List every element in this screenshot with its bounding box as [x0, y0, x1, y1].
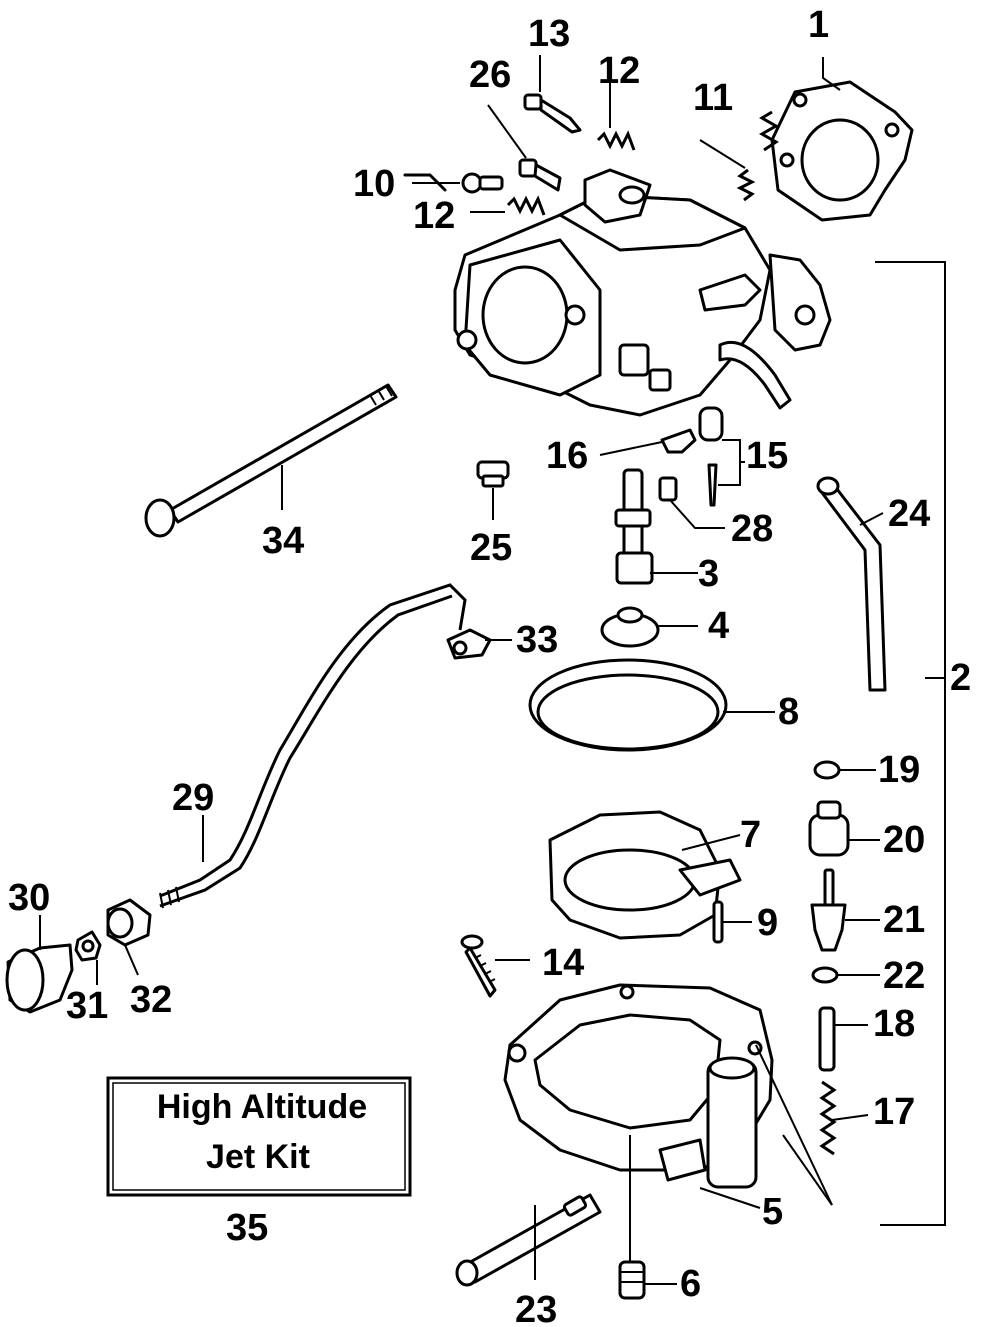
part-21-jet — [810, 868, 847, 952]
callout-20: 20 — [883, 819, 925, 861]
callout-6: 6 — [680, 1263, 701, 1305]
kit-box-line1: High Altitude — [157, 1088, 367, 1126]
kit-box-line2: Jet Kit — [206, 1138, 310, 1176]
callout-21: 21 — [883, 899, 925, 941]
part-4-jet-holder — [600, 606, 660, 648]
callout-labels: 1 2 3 4 5 6 7 8 9 10 11 12 12 13 14 15 1… — [8, 4, 971, 1327]
callout-33: 33 — [516, 619, 558, 661]
part-28-jet — [658, 476, 678, 502]
float-bowl — [503, 983, 774, 1189]
callout-13: 13 — [528, 13, 570, 55]
part-6-screw — [618, 1260, 646, 1300]
part-12-spring-lower — [506, 195, 546, 216]
callout-1: 1 — [808, 4, 829, 46]
part-12-spring-upper — [596, 130, 636, 151]
part-10-screw — [461, 172, 504, 194]
callout-19: 19 — [878, 749, 920, 791]
callout-24: 24 — [888, 493, 930, 535]
part-9-pin — [712, 900, 724, 944]
callout-35: 35 — [226, 1207, 268, 1249]
part-31-nut — [74, 930, 102, 962]
part-22-oring — [811, 966, 839, 984]
part-32-grommet — [106, 898, 152, 947]
callout-32: 32 — [130, 979, 172, 1021]
callout-34: 34 — [262, 520, 304, 562]
callout-29: 29 — [172, 777, 214, 819]
part-34-bolt — [144, 383, 398, 538]
part-23-tube — [455, 1193, 602, 1287]
part-26-screw — [518, 158, 562, 192]
callout-7: 7 — [740, 814, 761, 856]
part-19-cap — [813, 760, 841, 780]
part-7-float — [548, 810, 742, 940]
part-3-nozzle — [614, 468, 654, 585]
callout-15: 15 — [746, 435, 788, 477]
callout-12b: 12 — [413, 195, 455, 237]
part-15-needle-valve — [698, 406, 724, 507]
callout-23: 23 — [515, 1289, 557, 1327]
callout-2: 2 — [950, 657, 971, 699]
callout-16: 16 — [546, 435, 588, 477]
callout-18: 18 — [873, 1003, 915, 1045]
callout-31: 31 — [66, 985, 108, 1027]
part-20-plug — [808, 800, 850, 857]
part-24-hose — [816, 476, 887, 692]
callout-17: 17 — [873, 1091, 915, 1133]
callout-26: 26 — [469, 54, 511, 96]
part-1-gasket — [770, 80, 914, 222]
leader-lines — [39, 55, 946, 1285]
part-13-needle — [523, 93, 582, 134]
part-25-plug — [476, 460, 510, 488]
callout-28: 28 — [731, 508, 773, 550]
part-14-screw — [460, 934, 497, 998]
part-30-knob — [5, 943, 74, 1014]
part-16-clip — [660, 428, 697, 454]
high-altitude-kit-box: High Altitude Jet Kit — [106, 1076, 412, 1197]
callout-14: 14 — [542, 942, 584, 984]
part-8-ring — [528, 658, 728, 752]
callout-11: 11 — [693, 77, 733, 119]
callout-12a: 12 — [598, 50, 640, 92]
callout-22: 22 — [883, 955, 925, 997]
part-11-spring — [736, 110, 780, 202]
callout-5: 5 — [762, 1191, 783, 1233]
callout-25: 25 — [470, 527, 512, 569]
carburetor-body — [403, 168, 832, 417]
callout-8: 8 — [778, 691, 799, 733]
callout-9: 9 — [757, 902, 778, 944]
callout-30: 30 — [8, 877, 50, 919]
callout-4: 4 — [708, 605, 729, 647]
part-17-spring — [819, 1080, 837, 1156]
part-33-clip — [446, 628, 492, 660]
callout-10: 10 — [353, 163, 395, 205]
part-29-link-rod — [159, 583, 467, 909]
callout-3: 3 — [698, 553, 719, 595]
part-18-emulsion-tube — [818, 1006, 836, 1072]
